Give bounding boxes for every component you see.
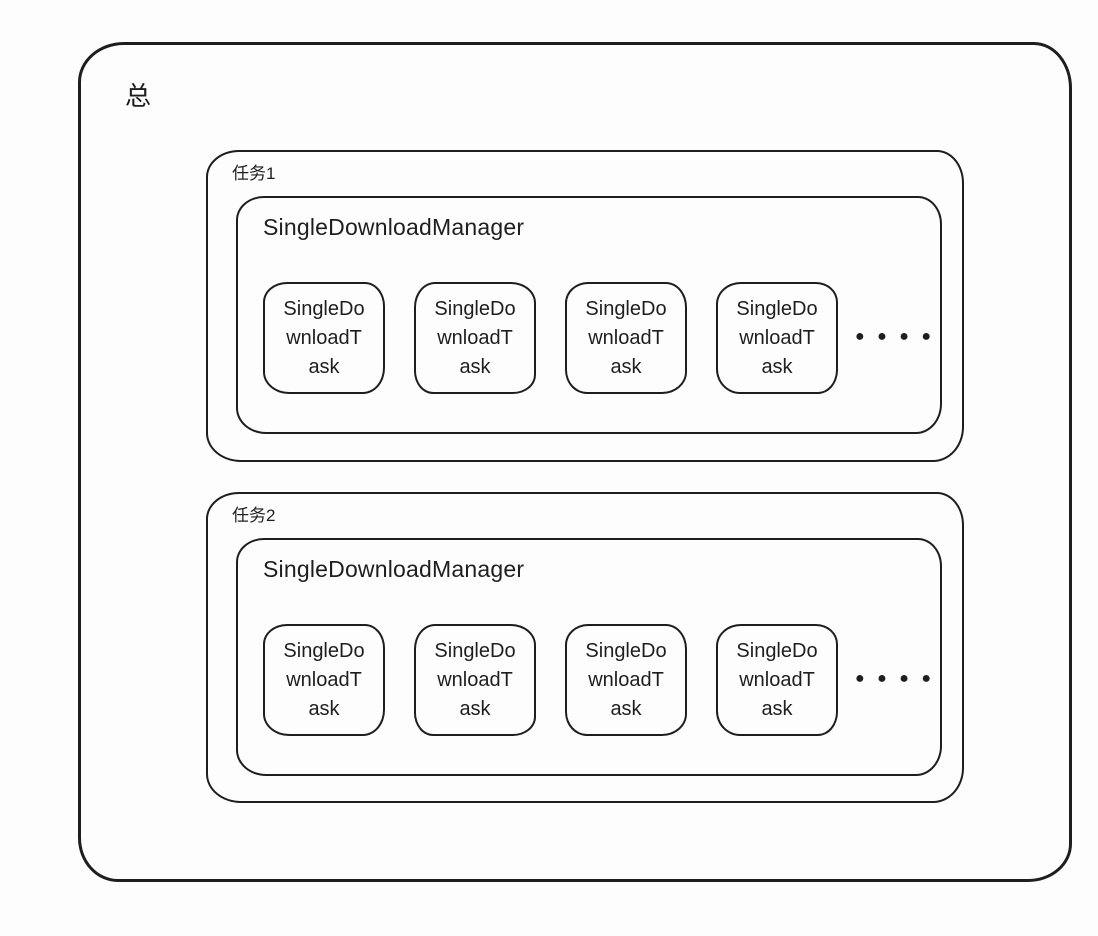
root-label: 总 [125,81,152,111]
task-label: SingleDownloadTask [736,639,818,720]
task-group-1-task-row: SingleDownloadTask SingleDownloadTask Si… [263,282,935,394]
task-group-1-manager-box: SingleDownloadManager SingleDownloadTask… [236,196,942,434]
task-group-2-manager-box: SingleDownloadManager SingleDownloadTask… [236,538,942,776]
task-label: SingleDownloadTask [736,297,818,378]
task-box: SingleDownloadTask [565,624,687,736]
task-label: SingleDownloadTask [585,297,667,378]
task-label: SingleDownloadTask [434,297,516,378]
task-group-2-box: 任务2 SingleDownloadManager SingleDownload… [206,492,964,803]
task-box: SingleDownloadTask [263,624,385,736]
root-box: 总 任务1 SingleDownloadManager SingleDownlo… [78,42,1072,882]
task-group-1-label: 任务1 [232,164,276,183]
task-label: SingleDownloadTask [585,639,667,720]
more-tasks-ellipsis-icon: ● ● ● ● [855,670,935,687]
task-group-1-manager-label: SingleDownloadManager [263,214,525,240]
task-label: SingleDownloadTask [283,297,365,378]
task-box: SingleDownloadTask [414,624,536,736]
task-group-2-label: 任务2 [232,506,276,525]
task-box: SingleDownloadTask [414,282,536,394]
task-label: SingleDownloadTask [434,639,516,720]
task-box: SingleDownloadTask [565,282,687,394]
task-label: SingleDownloadTask [283,639,365,720]
task-group-1-box: 任务1 SingleDownloadManager SingleDownload… [206,150,964,462]
more-tasks-ellipsis-icon: ● ● ● ● [855,328,935,345]
task-box: SingleDownloadTask [716,624,838,736]
task-group-2-manager-label: SingleDownloadManager [263,556,525,582]
task-box: SingleDownloadTask [263,282,385,394]
task-group-2-task-row: SingleDownloadTask SingleDownloadTask Si… [263,624,935,736]
task-box: SingleDownloadTask [716,282,838,394]
